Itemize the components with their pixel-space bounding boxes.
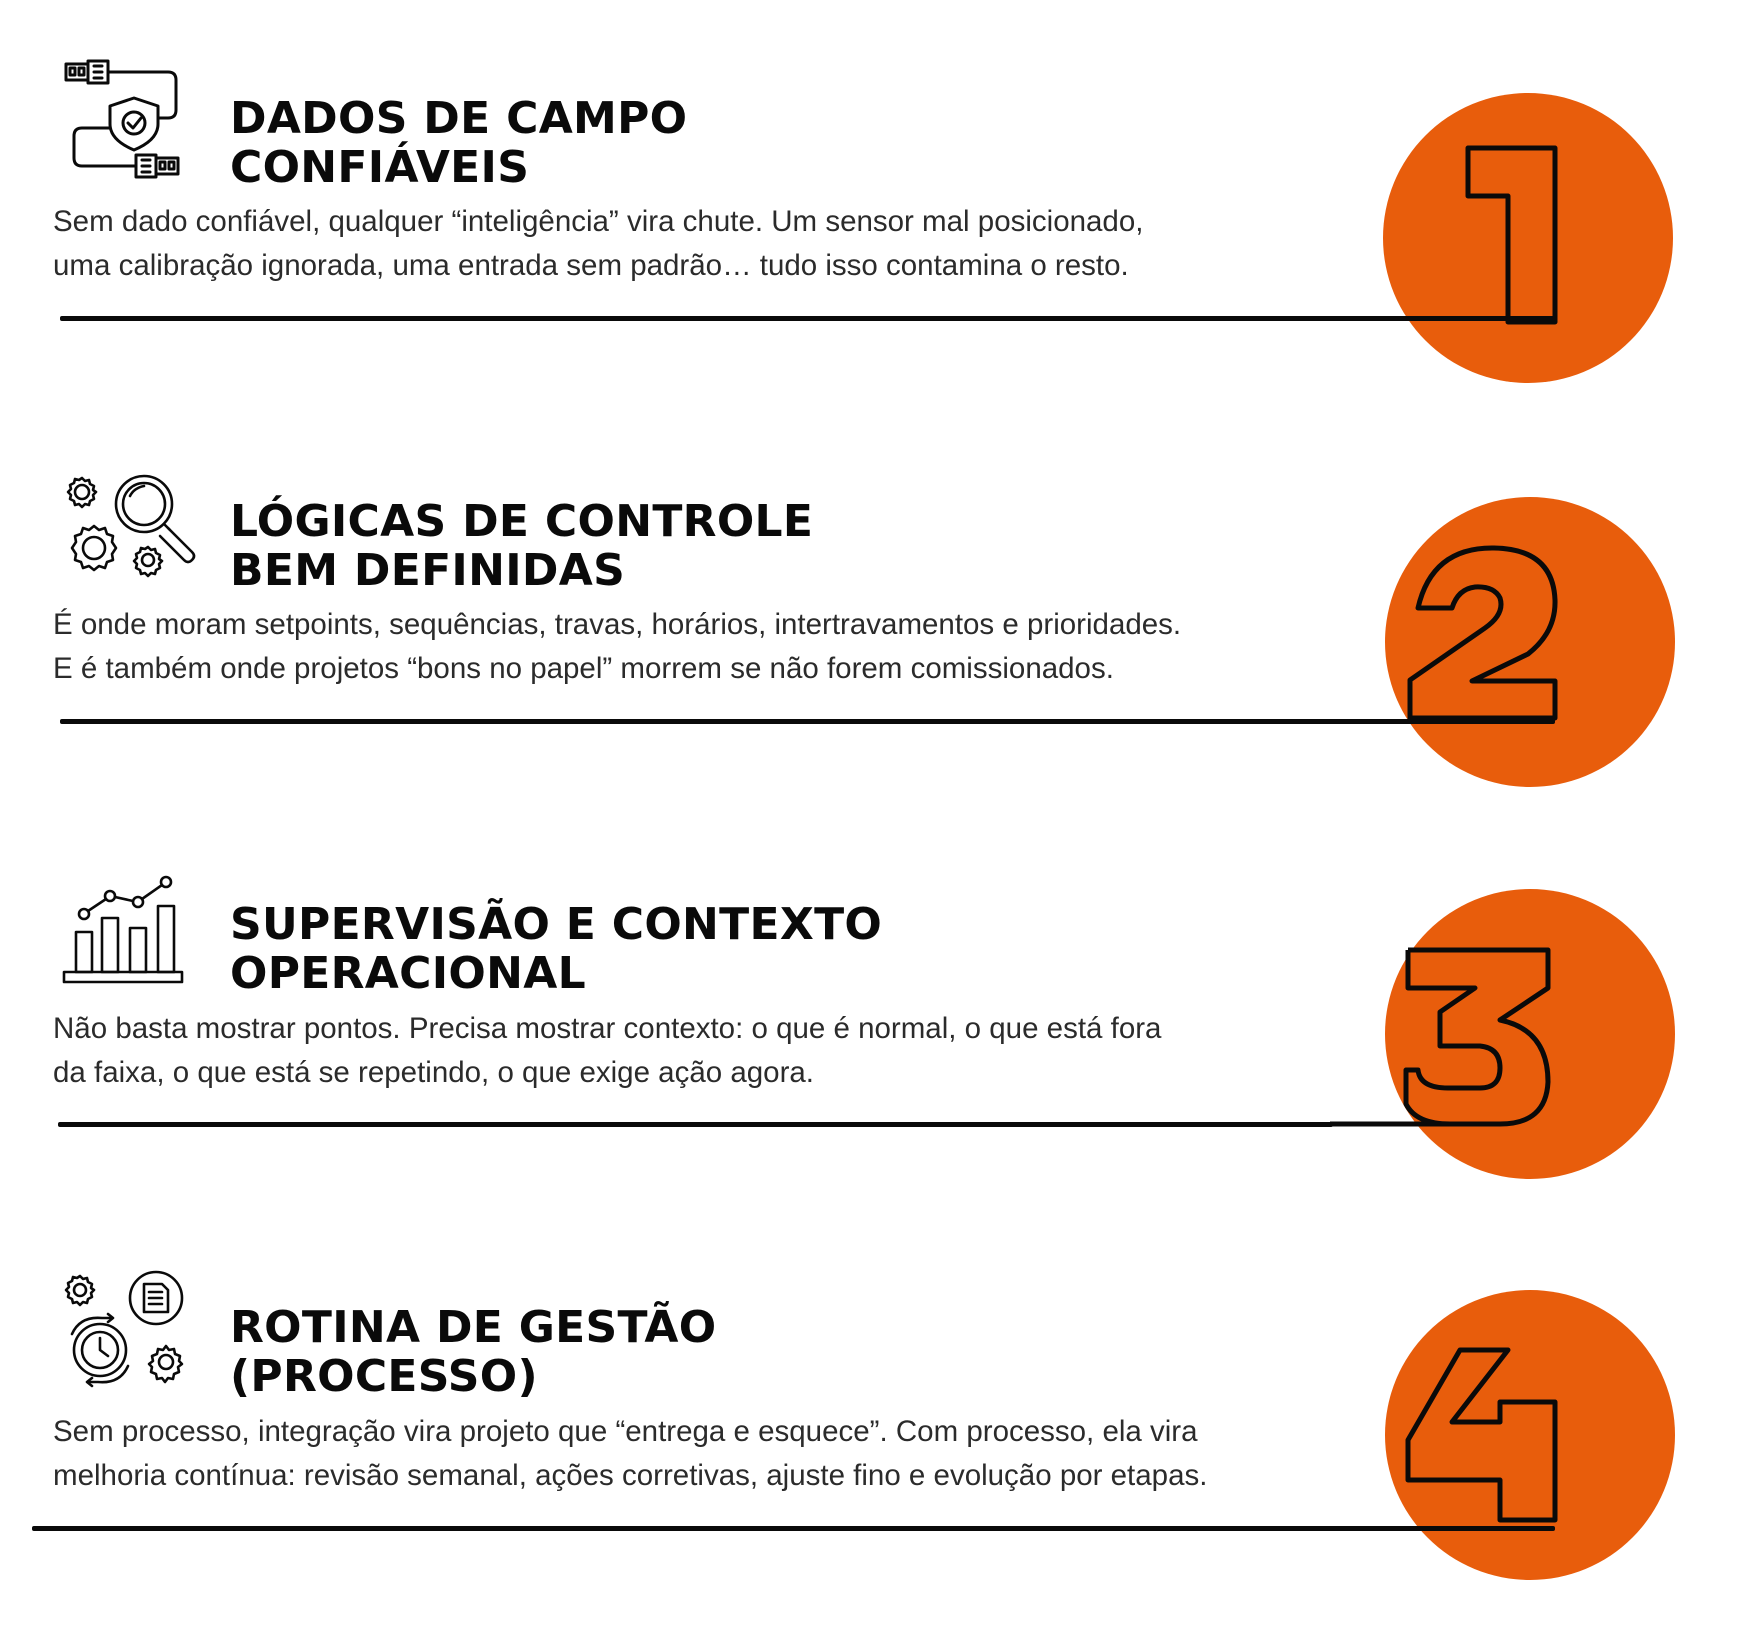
step-2-divider [60,719,1555,724]
step-2: LÓGICAS DE CONTROLE BEM DEFINIDAS É onde… [0,0,1747,787]
step-1: DADOS DE CAMPO CONFIÁVEIS Sem dado confi… [0,0,1747,400]
step-1-title-line-1: DADOS DE CAMPO [230,93,688,144]
step-4-description-line-2: melhoria contínua: revisão semanal, açõe… [53,1459,1208,1492]
step-3-divider [58,1122,1333,1127]
step-1-description-line-1: Sem dado confiável, qualquer “inteligênc… [53,205,1144,238]
bar-chart-trend-icon [62,875,184,984]
step-4-description: Sem processo, integração vira projeto qu… [53,1410,1207,1498]
step-3-title-line-2: OPERACIONAL [230,948,586,999]
step-4-title-line-1: ROTINA DE GESTÃO [230,1302,717,1353]
step-2-circle [1385,497,1675,787]
step-1-numeral [1465,145,1558,325]
step-3-title: SUPERVISÃO E CONTEXTO OPERACIONAL [230,900,882,998]
step-2-description-line-2: E é também onde projetos “bons no papel”… [53,652,1114,685]
step-1-description-line-2: uma calibração ignorada, uma entrada sem… [53,249,1129,282]
step-4-title-line-2: (PROCESSO) [230,1351,538,1402]
process-clock-gears-icon [64,1270,184,1388]
step-3: SUPERVISÃO E CONTEXTO OPERACIONAL Não ba… [0,0,1747,1179]
step-4-circle [1385,1290,1675,1580]
step-3-description-line-2: da faixa, o que está se repetindo, o que… [53,1056,814,1089]
step-2-numeral [1407,545,1558,721]
usb-shield-icon [64,59,180,179]
step-3-title-line-1: SUPERVISÃO E CONTEXTO [230,899,883,950]
step-3-description-line-1: Não basta mostrar pontos. Precisa mostra… [53,1012,1162,1045]
step-1-title-line-2: CONFIÁVEIS [230,142,530,193]
step-3-numeral [1330,947,1551,1127]
step-4-title: ROTINA DE GESTÃO (PROCESSO) [230,1303,716,1401]
step-2-description: É onde moram setpoints, sequências, trav… [53,603,1181,691]
step-1-title: DADOS DE CAMPO CONFIÁVEIS [230,94,687,192]
step-2-title-line-2: BEM DEFINIDAS [230,545,626,596]
step-3-description: Não basta mostrar pontos. Precisa mostra… [53,1007,1161,1095]
step-4-description-line-1: Sem processo, integração vira projeto qu… [53,1415,1198,1448]
step-1-circle [1383,93,1673,383]
gears-magnifier-icon [66,474,196,578]
step-2-title: LÓGICAS DE CONTROLE BEM DEFINIDAS [230,497,813,595]
step-4-divider [32,1526,1555,1531]
step-1-description: Sem dado confiável, qualquer “inteligênc… [53,200,1143,288]
step-1-divider [60,316,1555,321]
step-2-description-line-1: É onde moram setpoints, sequências, trav… [53,608,1182,641]
step-2-title-line-1: LÓGICAS DE CONTROLE [230,496,814,547]
step-4: ROTINA DE GESTÃO (PROCESSO) Sem processo… [0,0,1747,1580]
